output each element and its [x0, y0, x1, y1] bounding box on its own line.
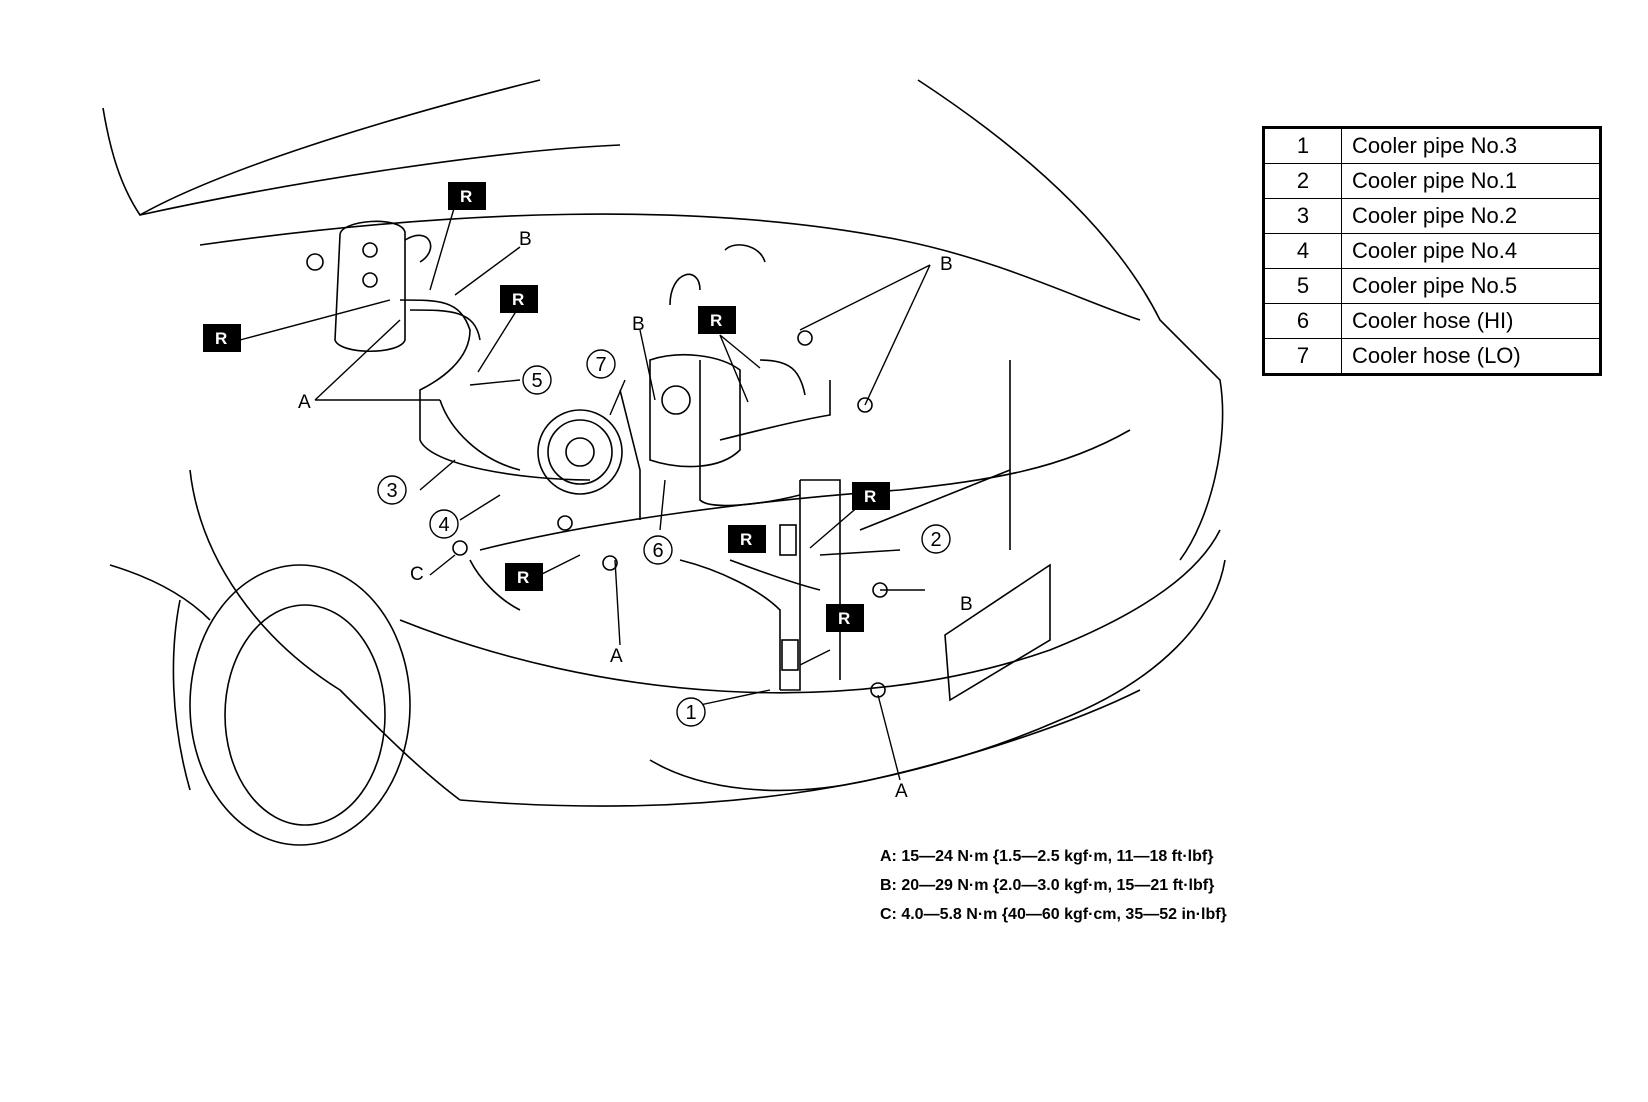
replace-tag [728, 525, 766, 553]
table-row: 4 Cooler pipe No.4 [1263, 233, 1601, 269]
label-b: B [519, 229, 532, 250]
table-row: 1 Cooler pipe No.3 [1263, 127, 1601, 164]
callout-7 [586, 349, 616, 379]
part-name: Cooler pipe No.4 [1341, 233, 1601, 269]
part-name: Cooler hose (HI) [1341, 303, 1601, 339]
part-name: Cooler pipe No.5 [1341, 268, 1601, 304]
part-callouts [377, 349, 951, 727]
callout-1 [676, 697, 706, 727]
torque-spec-c: C: 4.0—5.8 N·m {40—60 kgf·cm, 35—52 in·l… [880, 906, 1227, 923]
leader-lines [239, 204, 931, 781]
torque-spec-a: A: 15—24 N·m {1.5—2.5 kgf·m, 11—18 ft·lb… [880, 848, 1214, 865]
replace-tag-label: R [460, 187, 472, 206]
part-number: 1 [1263, 127, 1342, 164]
part-name: Cooler pipe No.3 [1341, 127, 1601, 164]
part-name: Cooler hose (LO) [1341, 338, 1601, 375]
replace-tag-label: R [740, 530, 752, 549]
callout-4-label: 4 [438, 514, 449, 536]
parts-table: 1 Cooler pipe No.3 2 Cooler pipe No.1 3 … [1262, 126, 1602, 376]
table-row: 5 Cooler pipe No.5 [1263, 268, 1601, 304]
replace-tag [698, 306, 736, 334]
replace-tag-label: R [215, 329, 227, 348]
torque-letter-labels: B B B B A A A C [298, 229, 973, 802]
replace-tag-label: R [838, 609, 850, 628]
replace-tag-label: R [710, 311, 722, 330]
label-a: A [610, 646, 623, 667]
part-number: 3 [1263, 198, 1342, 234]
part-name: Cooler pipe No.1 [1341, 163, 1601, 199]
part-callout-numbers: 1 2 3 4 5 6 7 [386, 354, 941, 724]
part-number: 6 [1263, 303, 1342, 339]
replace-tag [448, 182, 486, 210]
part-number: 7 [1263, 338, 1342, 375]
part-number: 4 [1263, 233, 1342, 269]
table-row: 2 Cooler pipe No.1 [1263, 163, 1601, 199]
callout-2-label: 2 [930, 529, 941, 551]
callout-7-label: 7 [595, 354, 606, 376]
part-name: Cooler pipe No.2 [1341, 198, 1601, 234]
part-number: 5 [1263, 268, 1342, 304]
part-number: 2 [1263, 163, 1342, 199]
callout-4 [429, 509, 459, 539]
table-row: 6 Cooler hose (HI) [1263, 303, 1601, 339]
table-row: 3 Cooler pipe No.2 [1263, 198, 1601, 234]
table-row: 7 Cooler hose (LO) [1263, 338, 1601, 375]
vehicle-outline [102, 79, 1226, 846]
label-b: B [940, 254, 953, 275]
label-b: B [960, 594, 973, 615]
replace-tag [852, 482, 890, 510]
torque-specs: A: 15—24 N·m {1.5—2.5 kgf·m, 11—18 ft·lb… [880, 842, 1227, 929]
callout-1-label: 1 [685, 702, 696, 724]
label-a: A [298, 392, 311, 413]
callout-6 [643, 535, 673, 565]
replace-tag [203, 324, 241, 352]
replace-tag [826, 604, 864, 632]
replace-tag-label: R [517, 568, 529, 587]
callout-5 [522, 365, 552, 395]
replace-tags: R R R R R R R R [203, 182, 890, 632]
callout-3 [377, 475, 407, 505]
replace-tag-label: R [864, 487, 876, 506]
callout-6-label: 6 [652, 540, 663, 562]
callout-5-label: 5 [531, 370, 542, 392]
label-b: B [632, 314, 645, 335]
label-c: C [410, 564, 424, 585]
replace-tag [500, 285, 538, 313]
replace-tag [505, 563, 543, 591]
callout-3-label: 3 [386, 480, 397, 502]
callout-2 [921, 524, 951, 554]
label-a: A [895, 781, 908, 802]
torque-spec-b: B: 20—29 N·m {2.0—3.0 kgf·m, 15—21 ft·lb… [880, 877, 1215, 894]
replace-tag-label: R [512, 290, 524, 309]
